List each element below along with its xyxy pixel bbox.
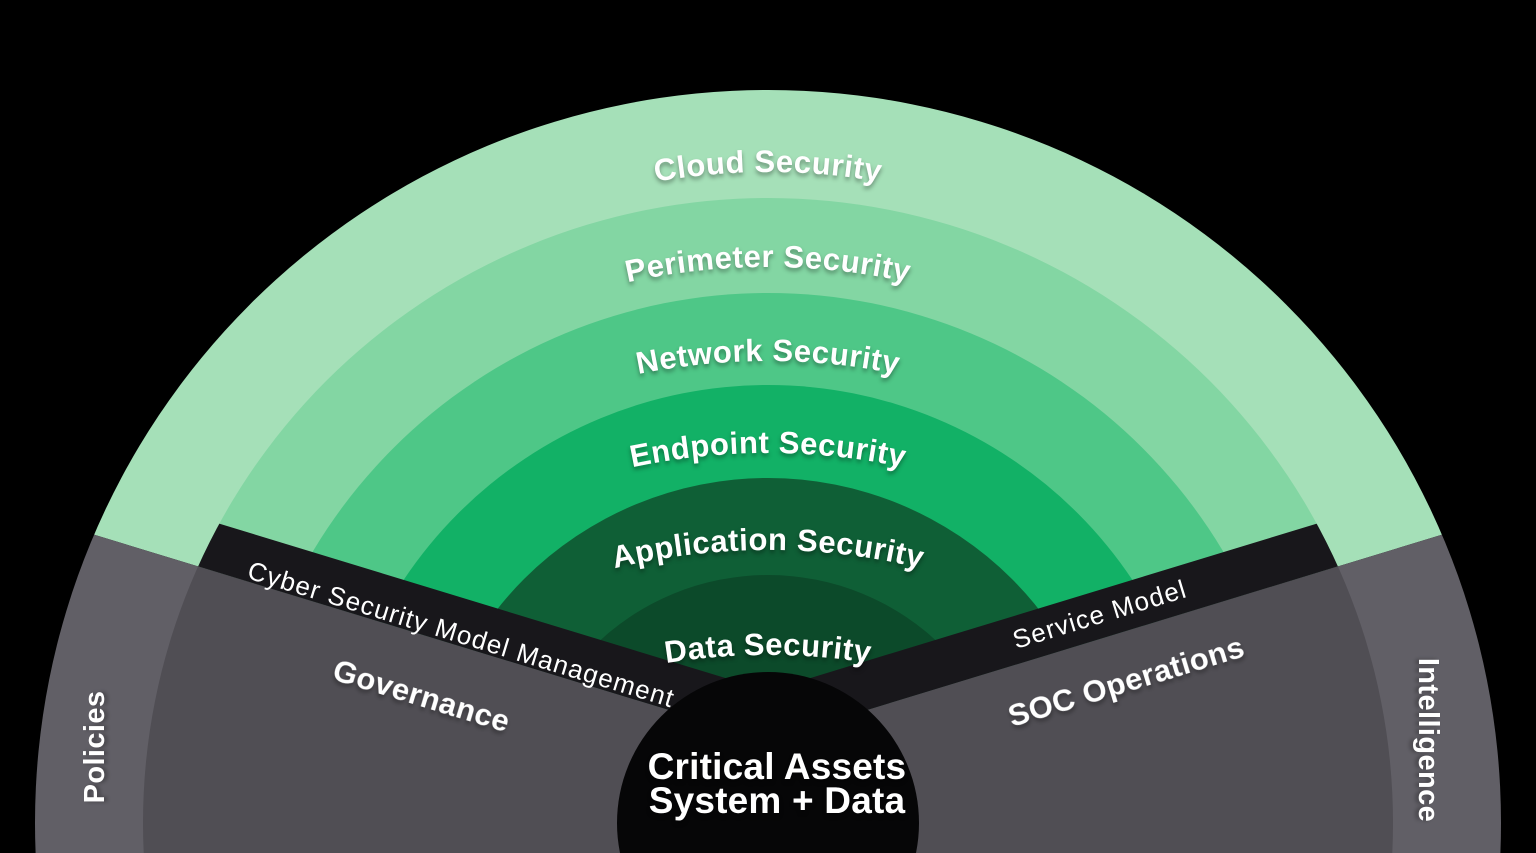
center-critical-assets-circle — [617, 672, 919, 853]
center-label-line2: System + Data — [649, 780, 906, 821]
rim-label-policies: Policies — [79, 691, 111, 804]
center-label-line1: Critical Assets — [648, 746, 907, 787]
rim-label-intelligence: Intelligence — [1412, 658, 1444, 822]
